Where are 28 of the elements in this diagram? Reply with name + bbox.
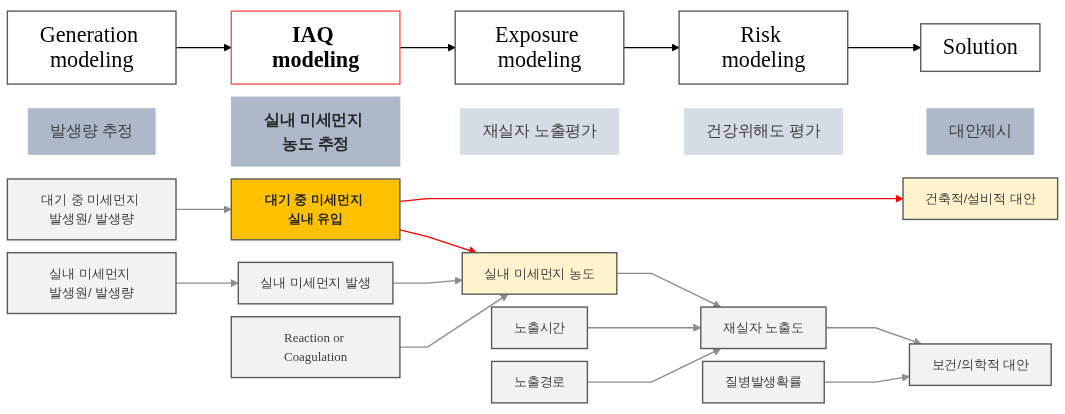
process-box: Generation modeling: [6, 10, 177, 85]
process-box: 노출시간: [490, 306, 589, 350]
process-box: Exposure modeling: [454, 10, 625, 85]
arrow: [399, 293, 509, 348]
heading-band: 실내 미세먼지 농도 추정: [230, 96, 401, 167]
arrow: [616, 272, 722, 308]
process-box: Reaction or Coagulation: [230, 316, 401, 379]
arrow: [399, 194, 904, 203]
process-box: 실내 미세먼지 발생원/ 발생량: [6, 252, 177, 315]
highlighted-box: 실내 미세먼지 농도: [461, 252, 618, 295]
arrow: [399, 43, 456, 52]
heading-band: 건강위해도 평가: [683, 108, 843, 155]
heading-band: 재실자 노출평가: [459, 108, 620, 155]
heading-band: 대안제시: [926, 108, 1035, 155]
arrow: [392, 276, 463, 285]
heading-band: 발생량 추정: [27, 108, 156, 155]
process-box: 실내 미세먼지 발생: [237, 261, 394, 305]
process-box: 대기 중 미세먼지 발생원/ 발생량: [6, 178, 177, 241]
process-box: 재실자 노출도: [700, 306, 827, 350]
process-box: Risk modeling: [678, 10, 849, 85]
process-box: Solution: [920, 23, 1041, 73]
highlighted-box: 대기 중 미세먼지 실내 유입: [230, 178, 401, 241]
process-box: 질병발생확률: [701, 360, 825, 404]
process-box: 보건/의학적 대안: [908, 343, 1052, 387]
highlighted-box: 건축적/설비적 대안: [902, 177, 1059, 221]
arrow: [623, 43, 680, 52]
highlighted-process-box: IAQ modeling: [230, 10, 401, 85]
process-box: 노출경로: [490, 360, 589, 404]
